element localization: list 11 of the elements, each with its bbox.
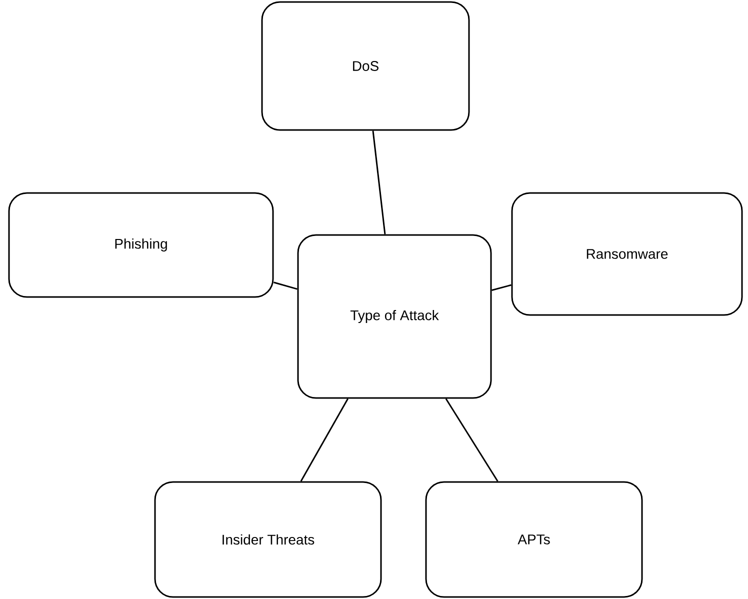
connector-line	[274, 282, 298, 290]
connector-line	[372, 130, 386, 234]
connector-line	[300, 398, 348, 482]
topic-box: Ransomware	[511, 192, 743, 316]
topic-box: Insider Threats	[154, 481, 382, 598]
topic-box: APTs	[425, 481, 643, 598]
topic-box: Phishing	[8, 192, 274, 298]
connector-line	[445, 398, 498, 482]
connector-line	[492, 284, 512, 291]
topic-box: DoS	[261, 1, 470, 131]
topic-box: Type of Attack	[297, 234, 492, 399]
